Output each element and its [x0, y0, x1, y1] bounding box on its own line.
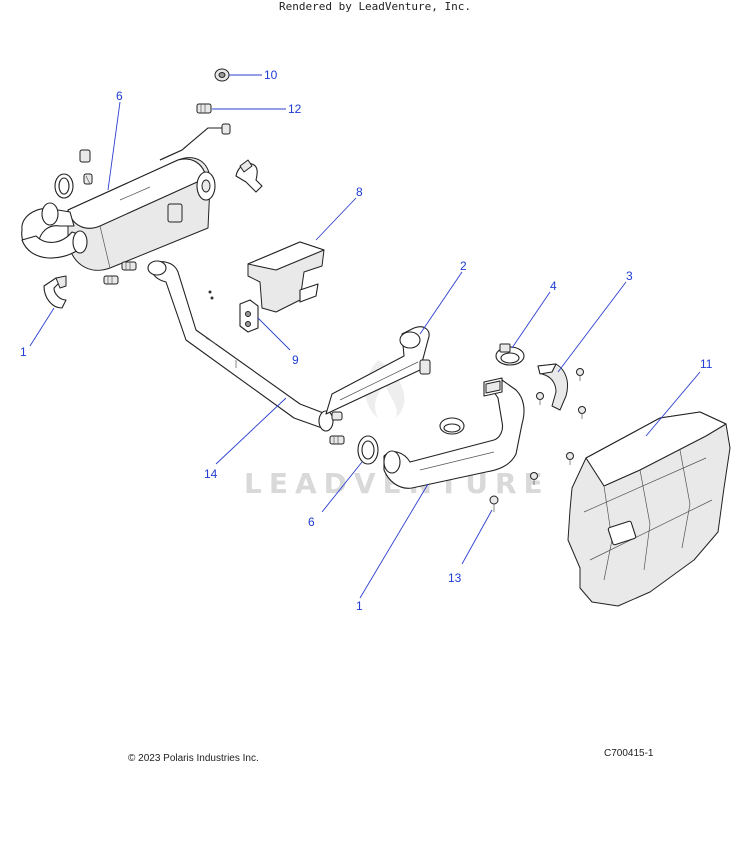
callout-9: 9	[292, 353, 299, 367]
part-1-bracket-left	[43, 275, 67, 309]
copyright-text: © 2023 Polaris Industries Inc.	[128, 753, 259, 764]
callout-3: 3	[626, 269, 633, 283]
callout-12: 12	[288, 102, 302, 116]
callout-6a: 6	[116, 89, 123, 103]
leader-6a	[107, 101, 121, 191]
callout-8: 8	[356, 185, 363, 199]
part-screw-c	[536, 392, 544, 405]
part-fastener-b	[121, 261, 137, 271]
callout-14: 14	[204, 467, 218, 481]
leader-13	[461, 509, 493, 565]
part-fastener-c	[329, 435, 345, 445]
callout-4: 4	[550, 279, 557, 293]
part-6-muffler	[21, 123, 231, 271]
part-6-gasket	[357, 435, 379, 465]
part-2-pipe-section	[325, 326, 431, 415]
part-clamp-ring	[439, 417, 465, 435]
callout-10: 10	[264, 68, 278, 82]
leader-11	[645, 371, 701, 437]
part-9-grommet-bracket	[239, 299, 259, 333]
callout-1b: 1	[356, 599, 363, 613]
leader-14	[215, 397, 287, 465]
part-screw-b	[578, 406, 586, 419]
rendered-by-text: Rendered by LeadVenture, Inc.	[278, 0, 472, 13]
leader-8	[315, 197, 357, 241]
part-8-heat-shield-bracket	[247, 241, 325, 313]
part-3-small-heat-shield	[537, 363, 569, 411]
part-10-nut	[214, 68, 230, 82]
drawing-id: C700415-1	[604, 748, 654, 759]
part-13-screw	[489, 495, 499, 512]
part-screw-d	[566, 452, 574, 465]
leader-1a	[29, 307, 55, 347]
leader-6b	[321, 461, 363, 513]
part-screw-e	[530, 472, 538, 485]
callout-2: 2	[460, 259, 467, 273]
leader-2	[419, 271, 463, 335]
leader-4	[511, 291, 551, 349]
part-bracket-upper	[235, 159, 263, 193]
part-12-spring	[196, 103, 212, 114]
callout-11: 11	[700, 357, 713, 371]
callout-13: 13	[448, 571, 462, 585]
part-1-head-pipe	[383, 377, 525, 489]
part-4-clamp	[495, 343, 525, 366]
part-14-long-pipe	[147, 260, 343, 432]
leader-1b	[359, 483, 429, 599]
leader-3	[557, 281, 627, 373]
part-fastener-a	[103, 275, 119, 285]
leader-9	[257, 317, 291, 351]
part-screw-a	[576, 368, 584, 381]
callout-1a: 1	[20, 345, 27, 359]
part-11-large-heat-shield	[567, 411, 731, 607]
callout-6b: 6	[308, 515, 315, 529]
